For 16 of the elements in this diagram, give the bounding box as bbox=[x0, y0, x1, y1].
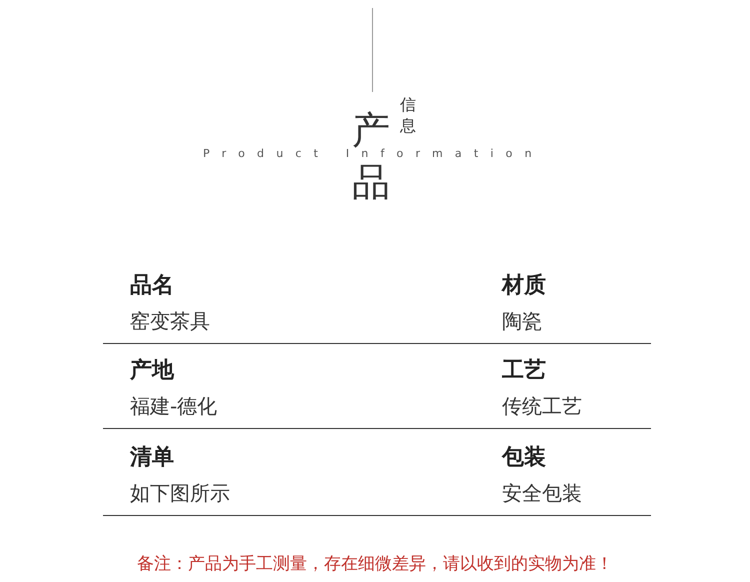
heading-text: 品 bbox=[352, 160, 390, 204]
field-value: 陶瓷 bbox=[502, 308, 542, 334]
field-label: 工艺 bbox=[502, 357, 546, 385]
heading-text: 信息 bbox=[400, 94, 417, 136]
field-value: 安全包装 bbox=[502, 480, 582, 506]
field-value: 传统工艺 bbox=[502, 393, 582, 419]
field-value: 福建-德化 bbox=[130, 393, 218, 419]
field-value: 如下图所示 bbox=[130, 480, 230, 506]
field-label: 包装 bbox=[502, 444, 546, 472]
field-label: 品名 bbox=[130, 272, 174, 300]
field-label: 产地 bbox=[130, 357, 174, 385]
note-text: 备注：产品为手工测量，存在细微差异，请以收到的实物为准！ bbox=[136, 553, 614, 576]
field-value: 窑变茶具 bbox=[130, 308, 210, 334]
subtitle-text: Product Information bbox=[203, 147, 544, 160]
field-label: 材质 bbox=[502, 272, 546, 300]
field-label: 清单 bbox=[130, 444, 174, 472]
